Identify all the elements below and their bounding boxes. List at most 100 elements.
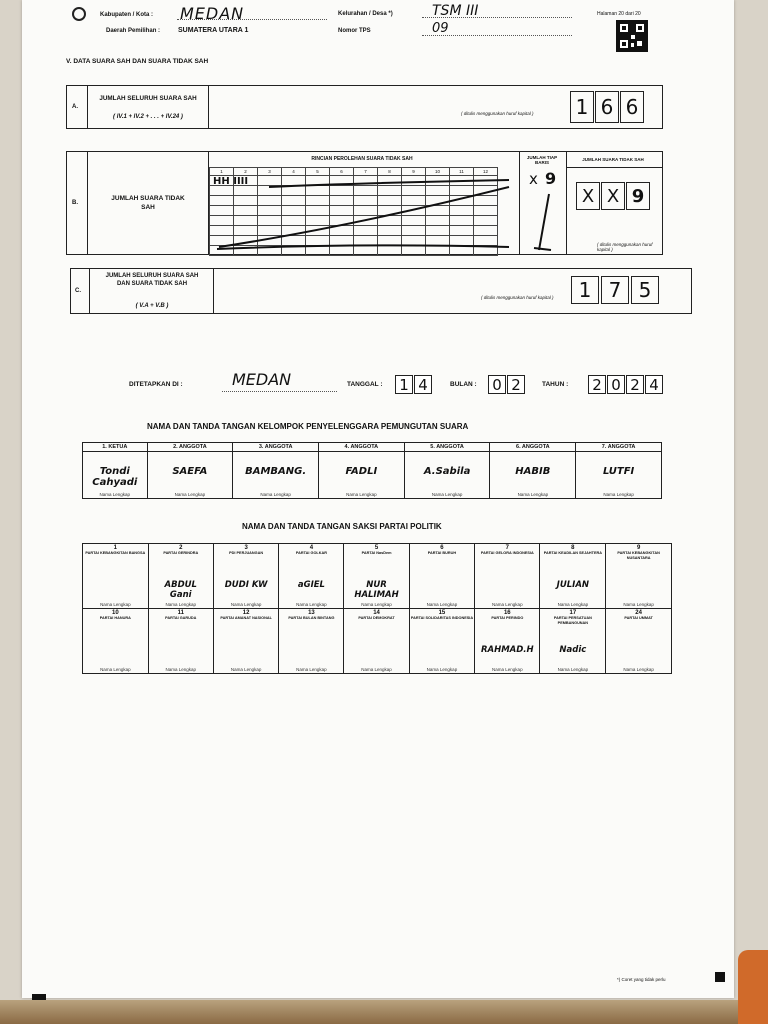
kpps-signature: LUTFI [602, 466, 635, 477]
party-name: PARTAI GELORA INDONESIA [480, 551, 534, 555]
party-number: 10 [111, 610, 119, 616]
kpps-role-header: 2. ANGGOTA [146, 442, 234, 452]
row-b-digit-2: X [601, 182, 625, 210]
party-number: 9 [636, 545, 641, 551]
tally-marks: HH IIII [213, 176, 249, 187]
row-c-digit-2: 7 [601, 276, 629, 304]
party-name: PARTAI HANURA [99, 616, 131, 620]
row-a-note: ( ditulis menggunakan huruf kapital ) [461, 111, 534, 116]
tps-underline [422, 35, 572, 36]
cross-out-strokes [216, 179, 510, 250]
nama-lengkap-label: Nama Lengkap [431, 492, 463, 497]
rincian-title: RINCIAN PEROLEHAN SUARA TIDAK SAH [311, 156, 413, 162]
row-a-box: A. JUMLAH SELURUH SUARA SAH ( IV.1 + IV.… [66, 85, 663, 129]
party-name: PARTAI DEMOKRAT [358, 616, 395, 620]
row-b-box: B. JUMLAH SUARA TIDAK SAH RINCIAN PEROLE… [66, 151, 663, 256]
nama-lengkap-label: Nama Lengkap [557, 667, 589, 672]
kpps-role-header: 7. ANGGOTA [575, 442, 662, 452]
jumlah-tiap-baris-label: JUMLAH TIAP BARIS [526, 155, 558, 165]
row-c-digit-3: 5 [631, 276, 659, 304]
hand-edge [738, 950, 768, 1024]
row-b-digits: X X 9 [576, 182, 650, 210]
party-name: PARTAI UMMAT [624, 616, 653, 620]
corner-marker [32, 994, 46, 1000]
party-name: PARTAI PERINDO [491, 616, 524, 620]
form-page: Kabupaten / Kota : MEDAN Daerah Pemiliha… [22, 0, 734, 1000]
party-number: 17 [569, 610, 577, 616]
party-number: 3 [244, 545, 248, 551]
row-a-digit-3: 6 [620, 91, 644, 123]
party-name: PARTAI KEBANGKITAN BANGSA [85, 551, 146, 555]
party-name: PARTAI GARUDA [165, 616, 197, 620]
party-name: PARTAI PERSATUAN PEMBANGUNAN [553, 616, 592, 625]
kpps-signature-cell: BAMBANG.Nama Lengkap [232, 451, 319, 499]
kpps-signature: A.Sabila [423, 466, 471, 477]
tahun-digit-2: 0 [607, 375, 625, 394]
kpps-title: NAMA DAN TANDA TANGAN KELOMPOK PENYELENG… [147, 422, 469, 431]
nama-lengkap-label: Nama Lengkap [230, 602, 262, 607]
kelurahan-underline [422, 17, 572, 18]
row-total-stroke [533, 193, 552, 251]
nama-lengkap-label: Nama Lengkap [492, 602, 523, 607]
kelurahan-value: TSM III [432, 3, 479, 19]
row-b-label: JUMLAH SUARA TIDAK SAH [111, 195, 185, 211]
bulan-digit-2: 2 [507, 375, 525, 394]
row-a-digit-2: 6 [595, 91, 619, 123]
party-name: PARTAI KEBANGKITAN NUSANTARA [617, 551, 660, 560]
nama-lengkap-label: Nama Lengkap [260, 492, 291, 497]
tps-label: Nomor TPS [338, 28, 371, 34]
kabupaten-label: Kabupaten / Kota : [100, 12, 154, 18]
kpps-role-header: 5. ANGGOTA [403, 442, 491, 452]
kabupaten-value: MEDAN [180, 4, 245, 23]
kpps-signature: FADLI [345, 466, 378, 477]
nama-lengkap-label: Nama Lengkap [557, 602, 589, 607]
daerah-label: Daerah Pemilihan : [106, 28, 161, 34]
kpps-signature: HABIB [515, 466, 551, 477]
party-name: PARTAI AMANAT NASIONAL [220, 616, 272, 620]
bulan-label: BULAN : [450, 381, 477, 388]
row-a-formula: ( IV.1 + IV.2 + . . . + IV.24 ) [113, 114, 183, 120]
nama-lengkap-label: Nama Lengkap [346, 492, 377, 497]
row-c-label: JUMLAH SELURUH SUARA SAH DAN SUARA TIDAK… [105, 273, 199, 287]
saksi-signature: aGIEL [297, 580, 325, 590]
party-number: 13 [308, 610, 315, 616]
jumlah-tiap-baris-value: 9 [545, 169, 557, 188]
tahun-digit-1: 2 [588, 375, 606, 394]
bulan-digit-1: 0 [488, 375, 506, 394]
row-c-digits: 1 7 5 [571, 276, 661, 304]
jumlah-suara-tidak-sah-label: JUMLAH SUARA TIDAK SAH [582, 157, 644, 162]
nama-lengkap-label: Nama Lengkap [603, 492, 634, 497]
party-number: 12 [242, 610, 250, 616]
saksi-signature: DUDI KW [224, 580, 268, 590]
row-c-note: ( ditulis menggunakan huruf kapital ) [481, 295, 554, 300]
row-a-digit-1: 1 [570, 91, 594, 123]
kpps-signature: SAEFA [172, 466, 208, 477]
nama-lengkap-label: Nama Lengkap [165, 602, 197, 607]
party-number: 6 [440, 545, 444, 551]
tahun-digit-3: 2 [626, 375, 644, 394]
row-b-note: ( ditulis menggunakan huruf kapital ) [597, 242, 653, 252]
party-number: 24 [635, 610, 642, 616]
nama-lengkap-label: Nama Lengkap [361, 602, 392, 607]
party-name: PDI PERJUANGAN [229, 551, 264, 555]
party-number: 16 [503, 610, 511, 616]
row-a-label: JUMLAH SELURUH SUARA SAH [99, 95, 197, 102]
tahun-digit-4: 4 [645, 375, 663, 394]
tanggal-digit-1: 1 [395, 375, 413, 394]
ditetapkan-place: MEDAN [232, 370, 292, 389]
row-b-digit-3: 9 [626, 182, 650, 210]
party-name: PARTAI BULAN BINTANG [288, 616, 335, 620]
corner-marker-right [715, 972, 725, 982]
party-name: PARTAI GOLKAR [295, 551, 327, 555]
party-name: PARTAI BURUH [427, 551, 457, 555]
party-number: 2 [179, 545, 183, 551]
